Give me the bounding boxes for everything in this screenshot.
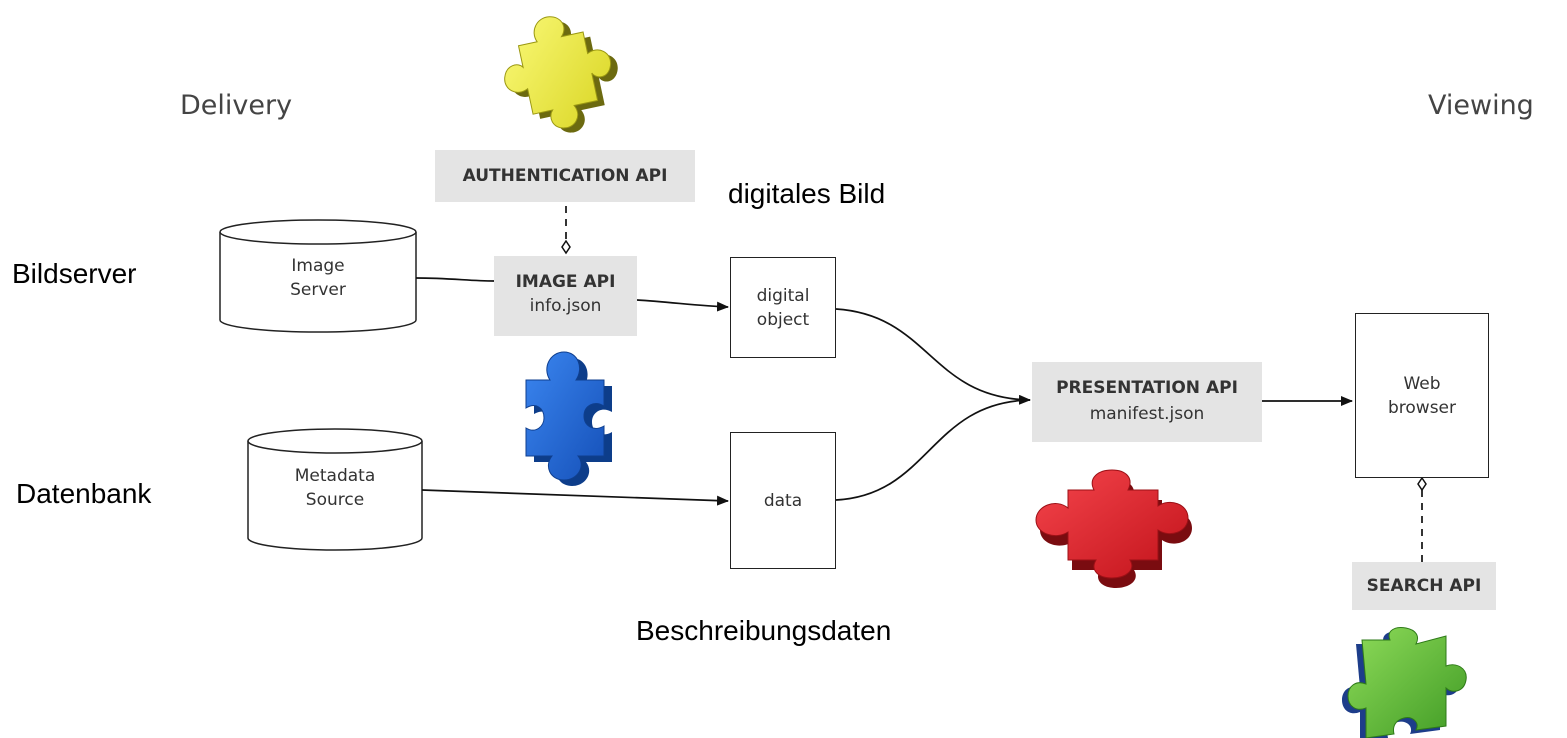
image-server-node: Image Server xyxy=(220,254,416,302)
data-node: data xyxy=(730,432,836,569)
presentation-api-title: PRESENTATION API xyxy=(1056,378,1238,398)
object-to-presentation-arrow xyxy=(835,308,1031,405)
metadata-source-node: Metadata Source xyxy=(248,464,422,512)
viewing-heading: Viewing xyxy=(1428,90,1534,121)
data-to-presentation-arrow xyxy=(835,399,1031,501)
presentation-api-file: manifest.json xyxy=(1089,404,1205,424)
authentication-api-box: AUTHENTICATION API xyxy=(435,150,695,202)
authentication-api-title: AUTHENTICATION API xyxy=(462,166,668,186)
digital-object-line-1: digital xyxy=(756,285,810,306)
web-browser-line-2: browser xyxy=(1387,397,1457,418)
image-api-box: IMAGE API info.json xyxy=(494,256,637,336)
image-server-line-2: Server xyxy=(290,280,346,300)
digital-object-line-2: object xyxy=(756,309,810,330)
delivery-heading: Delivery xyxy=(180,90,293,121)
search-diamond-connector xyxy=(1417,476,1427,492)
metadata-to-data-arrow xyxy=(421,489,729,506)
bildserver-label: Bildserver xyxy=(12,258,137,289)
auth-diamond-connector xyxy=(561,239,571,255)
green-puzzle-icon xyxy=(1342,627,1467,738)
image-api-to-object-arrow xyxy=(636,299,729,312)
search-api-title: SEARCH API xyxy=(1366,576,1482,596)
image-server-line-1: Image xyxy=(291,256,345,276)
yellow-puzzle-icon xyxy=(504,16,618,133)
digitales-bild-label: digitales Bild xyxy=(728,178,886,209)
digital-object-node: digital object xyxy=(730,257,836,358)
image-api-file: info.json xyxy=(529,296,602,316)
metadata-source-line-2: Source xyxy=(305,490,365,510)
beschreibungsdaten-label: Beschreibungsdaten xyxy=(636,615,892,646)
blue-puzzle-icon xyxy=(525,351,612,486)
metadata-source-cylinder-shape xyxy=(247,428,423,551)
presentation-api-box: PRESENTATION API manifest.json xyxy=(1032,362,1262,442)
datenbank-label: Datenbank xyxy=(16,478,152,509)
image-api-title: IMAGE API xyxy=(515,272,616,292)
web-browser-node: Web browser xyxy=(1355,313,1489,478)
search-api-box: SEARCH API xyxy=(1352,562,1496,610)
web-browser-line-1: Web xyxy=(1403,373,1441,394)
server-to-image-api-line xyxy=(415,277,495,282)
metadata-source-line-1: Metadata xyxy=(294,466,376,486)
data-label: data xyxy=(763,490,803,511)
image-server-cylinder-shape xyxy=(219,219,417,333)
red-puzzle-icon xyxy=(1035,469,1192,588)
